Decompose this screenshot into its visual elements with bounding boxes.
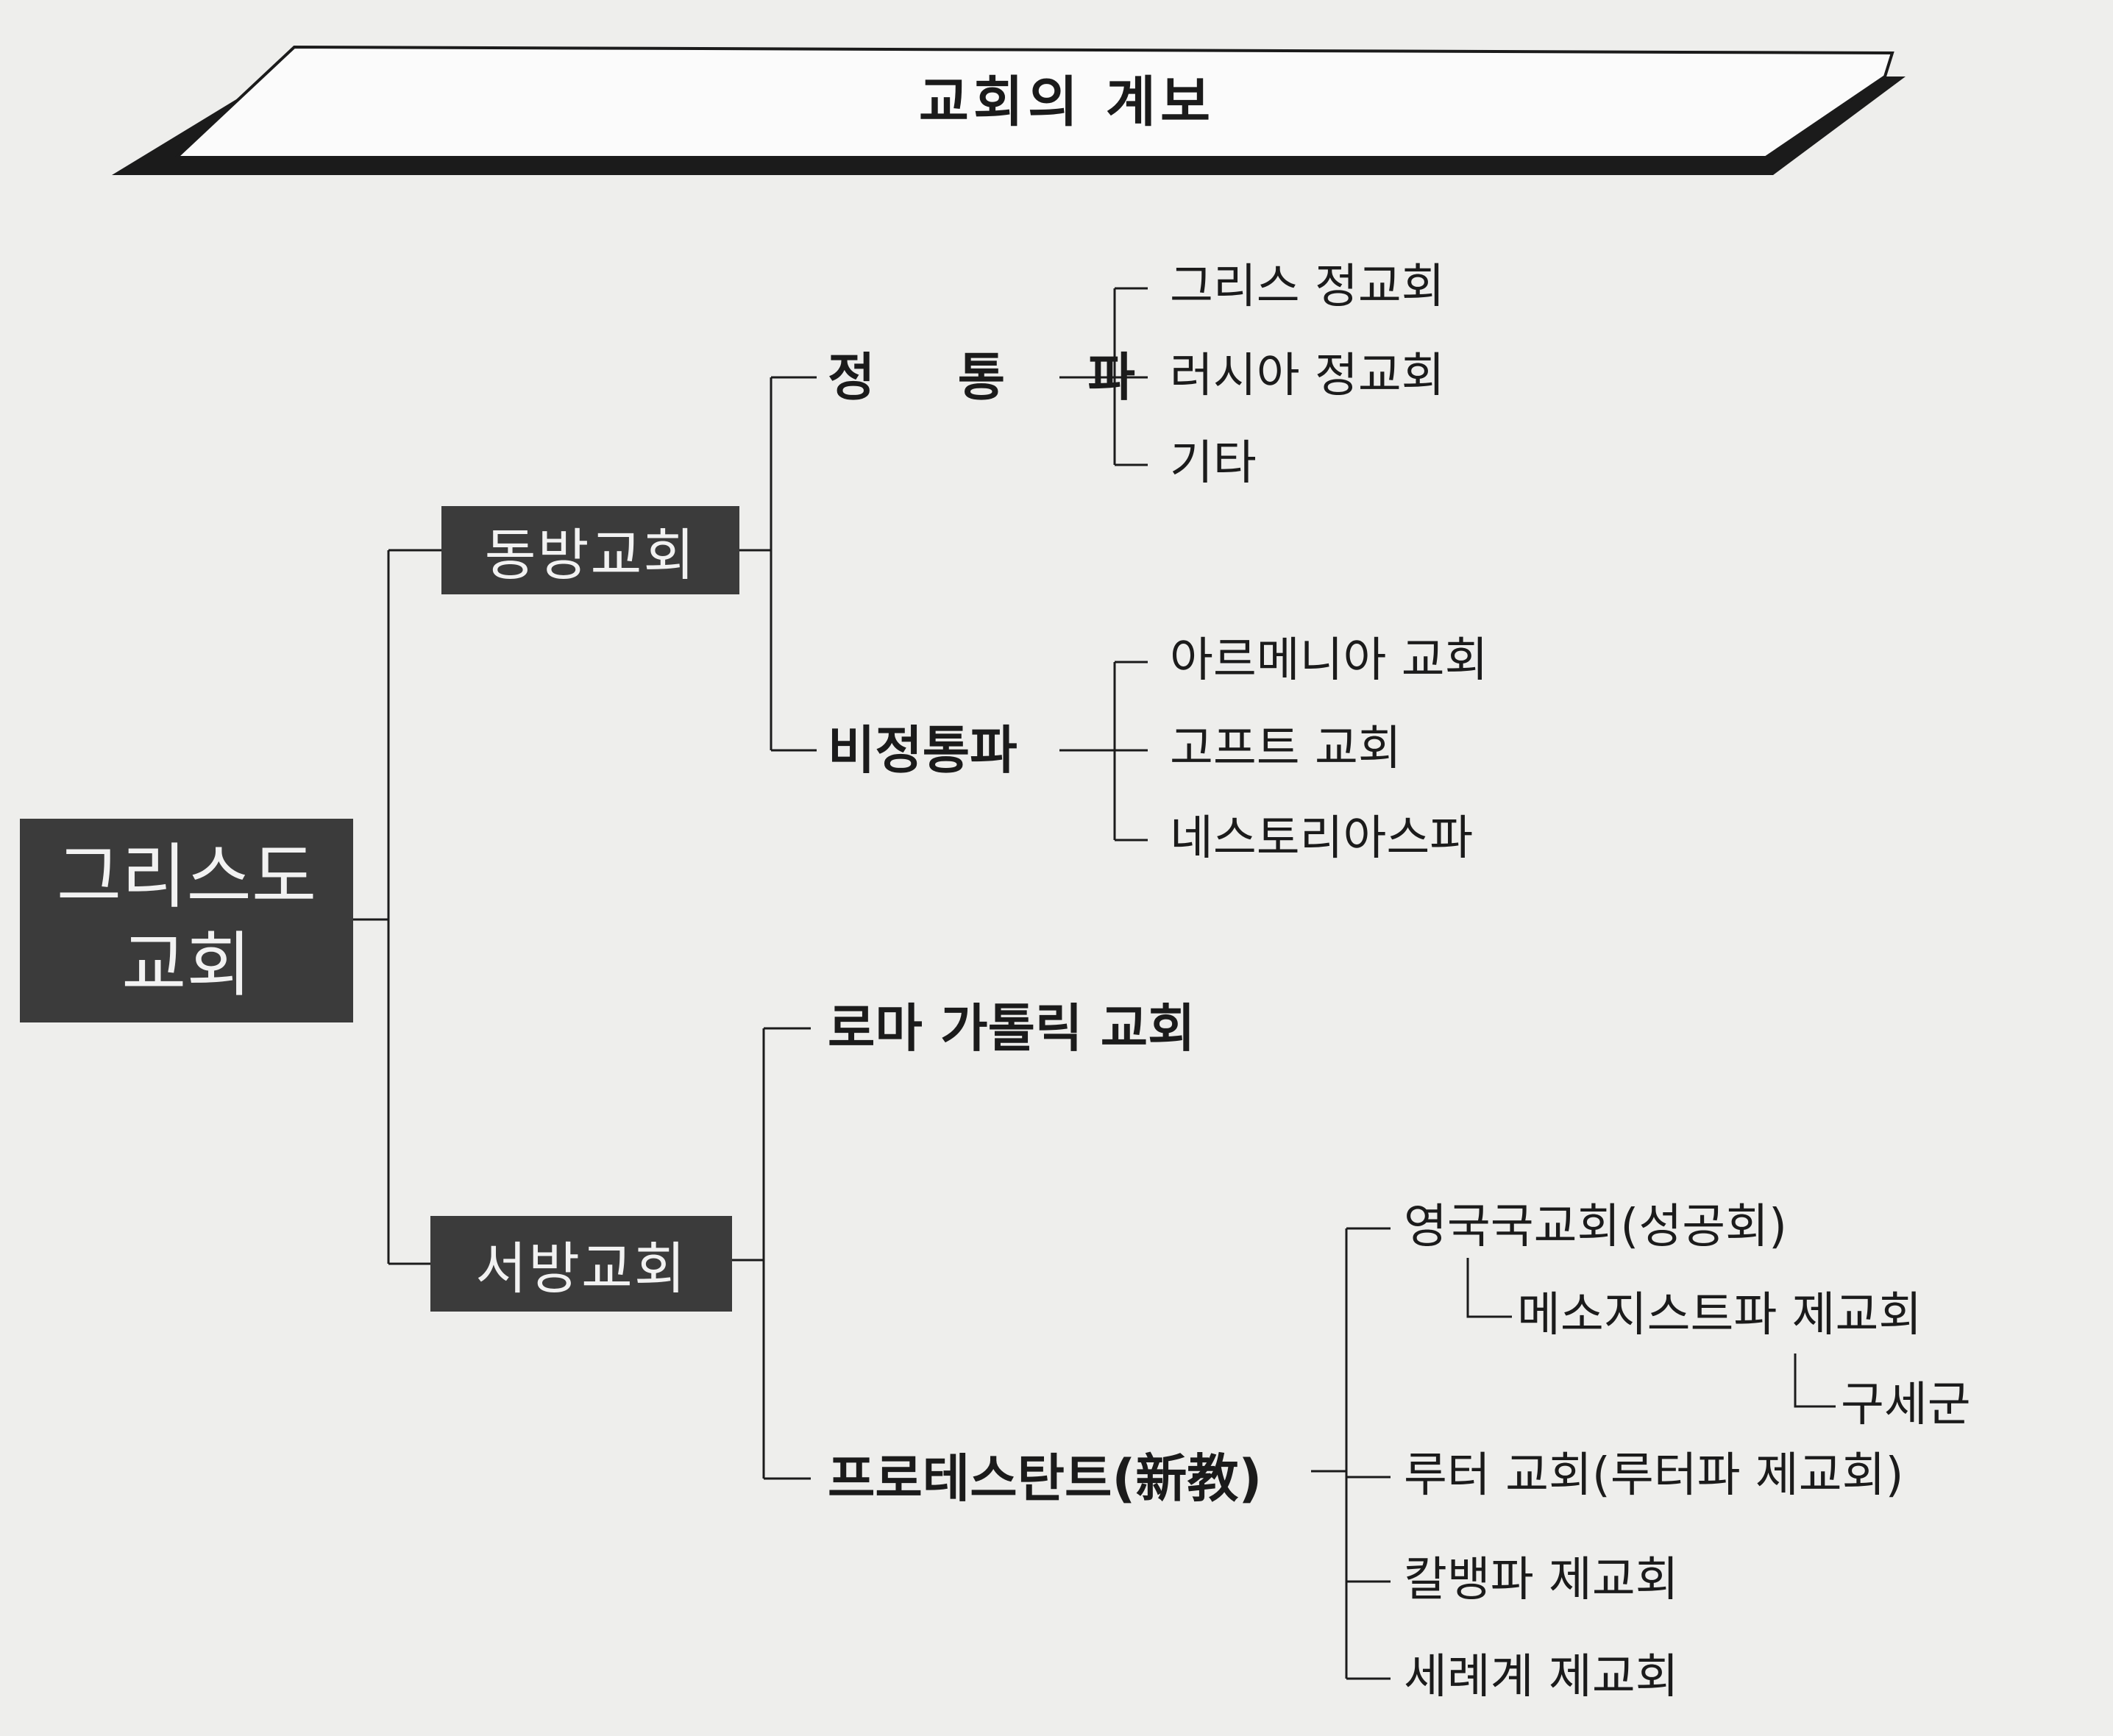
non-orthodox-label: 비정통파 bbox=[828, 720, 1018, 780]
line-protestant-children bbox=[1311, 1227, 1391, 1680]
diagram-title: 교회의 계보 bbox=[918, 71, 1215, 134]
line-salvation-army bbox=[1794, 1353, 1836, 1408]
line-methodist bbox=[1466, 1258, 1512, 1318]
root-box-christian-church: 그리스도 교회 bbox=[20, 819, 353, 1022]
protestant-label: 프로테스탄트(新教) bbox=[828, 1448, 1263, 1509]
line-east-branch bbox=[739, 376, 817, 752]
west-church-box: 서방교회 bbox=[430, 1216, 732, 1312]
line-non-orthodox-children bbox=[1059, 661, 1148, 842]
protestant-child-methodist: 메소지스트파 제교회 bbox=[1517, 1288, 1922, 1342]
protestant-child-lutheran: 루터 교회(루터파 제교회) bbox=[1404, 1448, 1904, 1503]
root-label-line2: 교회 bbox=[121, 923, 252, 1006]
protestant-child-salvation-army: 구세군 bbox=[1841, 1378, 1971, 1432]
title-banner bbox=[112, 45, 1906, 175]
line-root-branch bbox=[353, 549, 441, 1265]
line-orthodox-children bbox=[1059, 287, 1148, 466]
orthodox-label: 정 통 파 bbox=[828, 347, 1168, 408]
orthodox-child-russian: 러시아 정교회 bbox=[1170, 349, 1445, 403]
orthodox-child-other: 기타 bbox=[1170, 436, 1257, 491]
protestant-child-baptist: 세례계 제교회 bbox=[1404, 1650, 1679, 1704]
catholic-label: 로마 가톨릭 교회 bbox=[828, 998, 1196, 1059]
root-label-line1: 그리스도 bbox=[56, 835, 317, 918]
west-church-label: 서방교회 bbox=[475, 1236, 687, 1301]
orthodox-child-greek: 그리스 정교회 bbox=[1170, 260, 1445, 314]
protestant-child-anglican: 영국국교회(성공회) bbox=[1404, 1200, 1787, 1254]
non-orthodox-child-armenian: 아르메니아 교회 bbox=[1170, 633, 1488, 688]
protestant-child-calvinist: 칼뱅파 제교회 bbox=[1404, 1553, 1679, 1607]
east-church-label: 동방교회 bbox=[484, 522, 697, 588]
non-orthodox-child-coptic: 고프트 교회 bbox=[1170, 722, 1402, 776]
line-west-branch bbox=[732, 1027, 811, 1480]
east-church-box: 동방교회 bbox=[441, 506, 739, 594]
non-orthodox-child-nestorian: 네스토리아스파 bbox=[1170, 811, 1474, 866]
